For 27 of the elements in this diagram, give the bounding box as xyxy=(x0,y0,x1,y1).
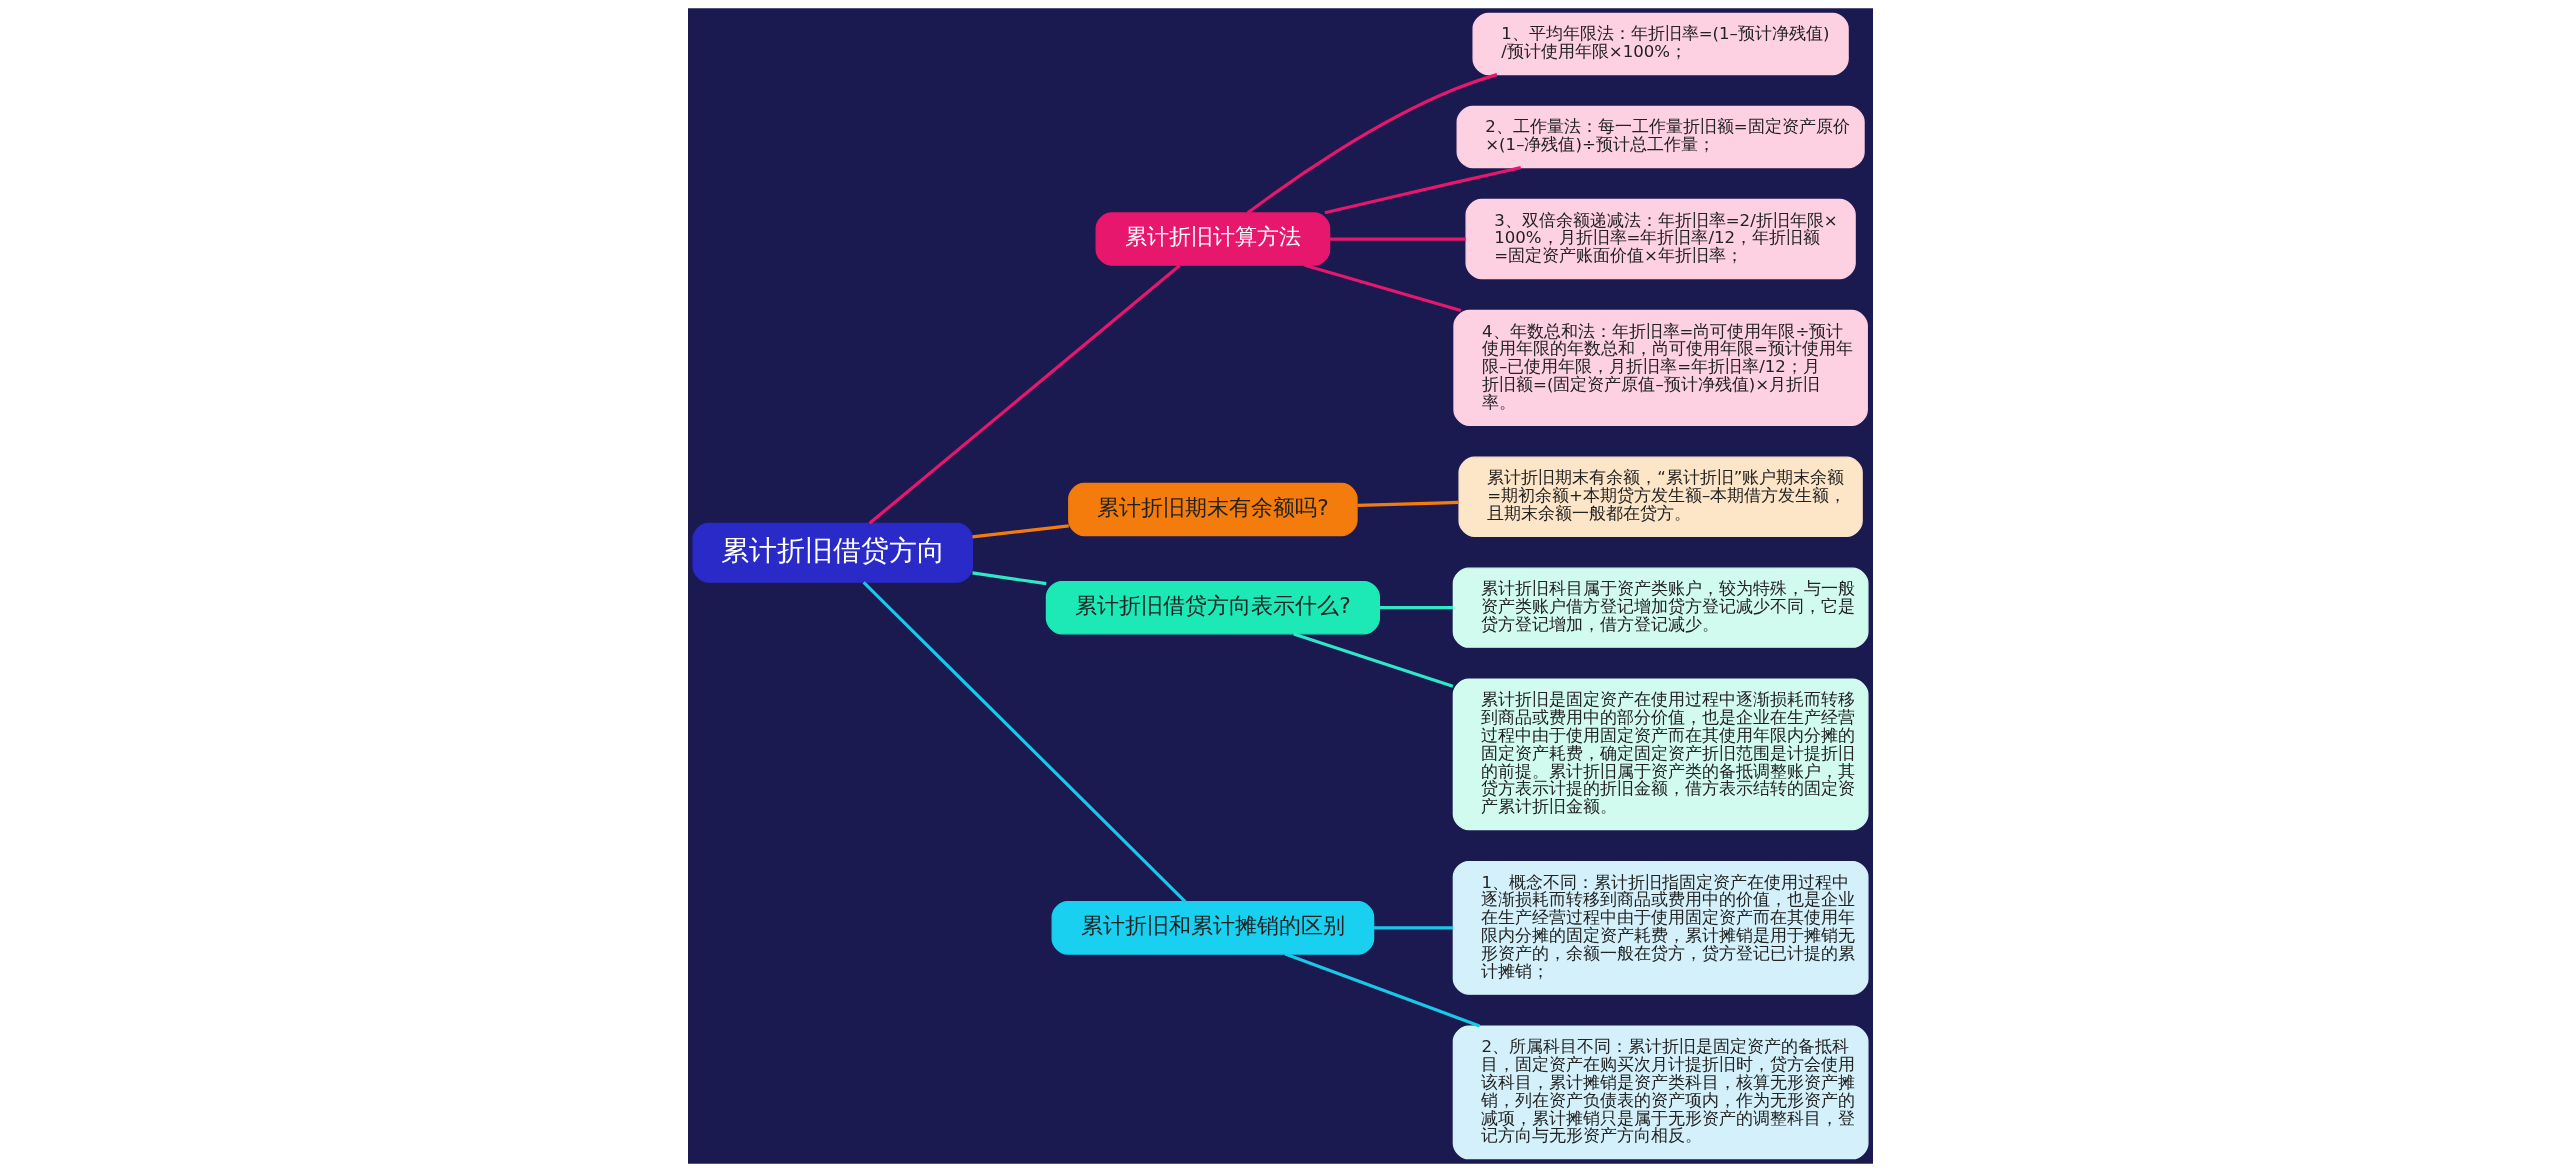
connector xyxy=(1292,632,1453,688)
connector xyxy=(868,264,1181,525)
connector xyxy=(1324,166,1521,215)
connector xyxy=(971,571,1046,586)
node-box: 累计折旧计算方法 xyxy=(1095,212,1330,266)
node-box: 2、所属科目不同：累计折旧是固定资产的备抵科目，固定资产在购买次月计提折旧时，贷方会使用该科目，累计摊销是资产类科目，核算无形资产摊销，列在资产负债表的资产项内，作为无形资产的减项，累计摊销只是属于无形资产的调整科目，登记方向与无形资产方向相反。 xyxy=(1452,1025,1869,1160)
node-box: 累计折旧科目属于资产类账户，较为特殊，与一般资产类账户借方登记增加贷方登记减少不同，它是贷方登记增加，借方登记减少。 xyxy=(1452,567,1869,648)
node-box: 累计折旧期末有余额，“累计折旧”账户期末余额=期初余额+本期贷方发生额–本期借方发生额，且期末余额一般都在贷方。 xyxy=(1457,456,1863,537)
node-box: 累计折旧是固定资产在使用过程中逐渐损耗而转移到商品或费用中的部分价值，也是企业在生产经营过程中由于使用固定资产而在其使用年限内分摊的固定资产耗费，确定固定资产折旧范围是计提折旧的前提。累计折旧属于资产类的备抵调整账户，其贷方表示计提的折旧金额，借方表示结转的固定资产累计折旧金额。 xyxy=(1452,678,1869,831)
connector xyxy=(971,524,1069,539)
connector xyxy=(1329,237,1466,241)
node-box: 累计折旧借贷方向表示什么? xyxy=(1045,580,1380,635)
node-box: 累计折旧期末有余额吗? xyxy=(1067,482,1358,537)
node-box: 累计折旧借贷方向 xyxy=(691,522,973,583)
node-box: 累计折旧和累计摊销的区别 xyxy=(1051,901,1374,955)
connector xyxy=(1246,73,1497,215)
node-box: 1、概念不同：累计折旧指固定资产在使用过程中逐渐损耗而转移到商品或费用中的价值，也是企业在生产经营过程中由于使用固定资产而在其使用年限内分摊的固定资产耗费，累计摊销是用于摊销无形资产的，余额一般在贷方，贷方登记已计提的累计摊销； xyxy=(1452,860,1869,995)
connector xyxy=(1303,263,1461,312)
connector xyxy=(1373,926,1453,930)
connector xyxy=(862,581,1186,903)
node-box: 2、工作量法：每一工作量折旧额=固定资产原价×(1–净残值)÷预计总工作量； xyxy=(1456,105,1865,169)
node-box: 1、平均年限法：年折旧率=(1–预计净残值)/预计使用年限×100%； xyxy=(1471,12,1849,76)
connector xyxy=(1379,606,1453,610)
node-box: 3、双倍余额递减法：年折旧率=2/折旧年限×100%，月折旧率=年折旧率/12，年折旧额=固定资产账面价值×年折旧率； xyxy=(1464,198,1856,280)
connector xyxy=(1284,952,1480,1028)
connector xyxy=(1356,500,1459,507)
node-box: 4、年数总和法：年折旧率=尚可使用年限÷预计使用年限的年数总和，尚可使用年限=预计使用年限–已使用年限，月折旧率=年折旧率/12；月折旧额=(固定资产原值–预计净残值)×月折旧率。 xyxy=(1452,309,1868,426)
